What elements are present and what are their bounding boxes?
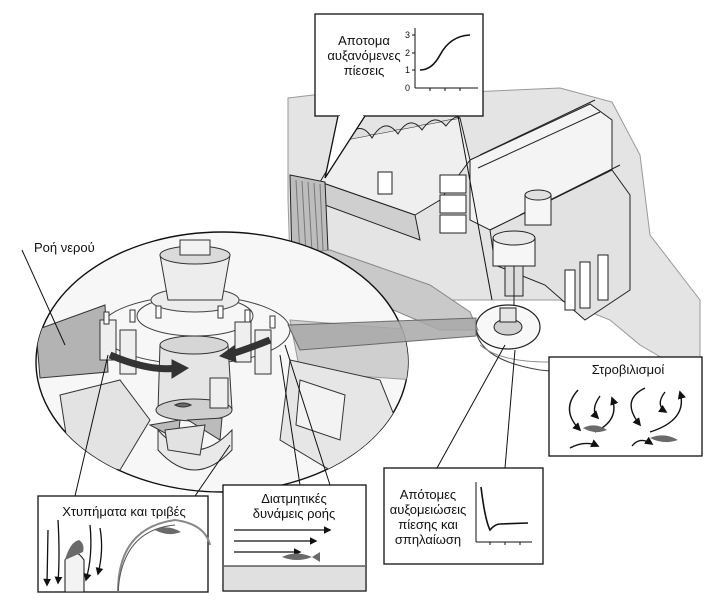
strikes-friction-label: Χτυπήματα και τριβές	[62, 504, 186, 519]
vortices-label: Στροβιλισμοί	[591, 362, 665, 377]
water-flow-pointer	[21, 249, 66, 346]
label-line: πίεσης και	[398, 517, 458, 532]
sudden-pressure-drop-label: Απότομες αυξομειώσεις πίεσης και σπηλαίω…	[384, 487, 472, 547]
label-line: Διατμητικές	[261, 491, 327, 506]
pressure-drop-graph	[475, 482, 532, 545]
callout-shear-forces	[222, 344, 367, 592]
label-line: δυνάμεις ροής	[252, 506, 336, 521]
label-line: αυξανόμενες	[327, 48, 401, 63]
pressure-increase-graph	[412, 28, 478, 91]
shear-forces-label: Διατμητικές δυνάμεις ροής	[226, 491, 362, 521]
label-line: πίεσεις	[343, 63, 385, 78]
turbine-magnified-view	[35, 231, 477, 493]
label-line: Αποτομα	[338, 33, 390, 48]
y-tick-2: 2	[404, 48, 410, 58]
y-tick-1: 1	[404, 65, 410, 75]
label-line: αυξομειώσεις	[389, 502, 467, 517]
callout-strikes-friction	[37, 354, 231, 593]
callout-vortices	[548, 356, 703, 457]
callout-pressure-drop	[383, 344, 544, 565]
y-tick-0: 0	[404, 83, 410, 93]
callout-sudden-pressure-increase	[314, 13, 493, 301]
dam-structure	[278, 87, 701, 381]
water-flow-label: Ροή νερού	[34, 240, 95, 255]
y-tick-3: 3	[404, 30, 410, 40]
label-line: σπηλαίωση	[394, 532, 462, 547]
label-line: Απότομες	[399, 487, 457, 502]
sudden-pressure-increase-label: Αποτομα αυξανόμενες πίεσεις	[318, 33, 410, 78]
